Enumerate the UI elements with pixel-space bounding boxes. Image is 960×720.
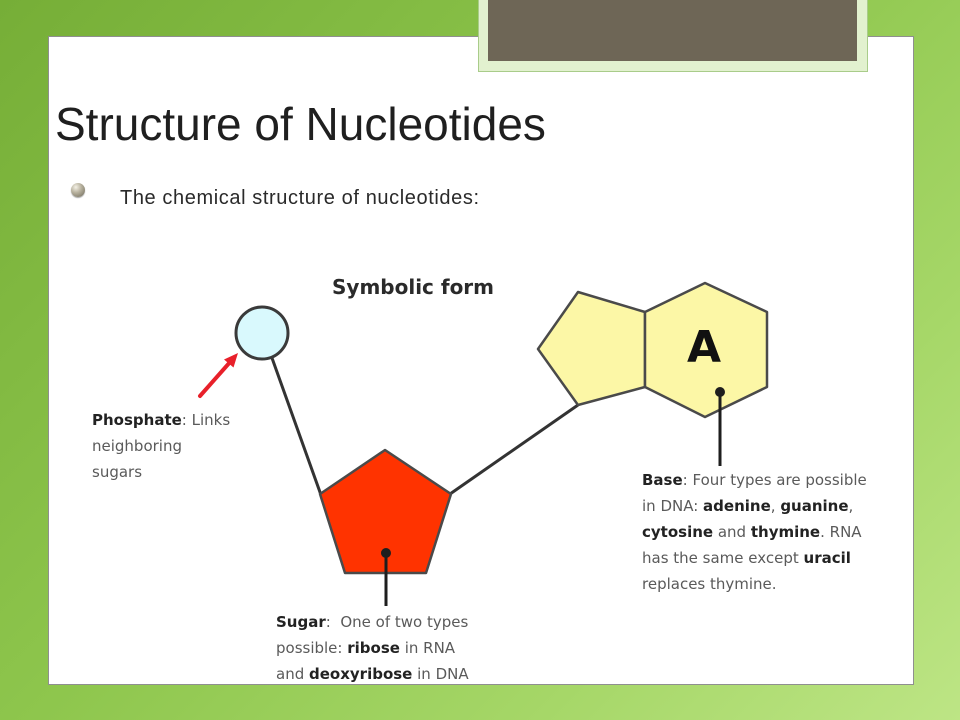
base-label-term: Base: [642, 471, 683, 489]
bullet-text: The chemical structure of nucleotides:: [120, 187, 480, 209]
corner-decoration-frame: [478, 0, 868, 72]
sugar-label-text: : One of two types: [325, 613, 469, 631]
base-label-text: and: [713, 523, 751, 541]
phosphate-label-term: Phosphate: [92, 411, 182, 429]
sugar-label-text: in DNA: [412, 665, 469, 683]
sugar-label-term: ribose: [347, 639, 400, 657]
phosphate-arrow: [198, 353, 238, 398]
base-label-term: cytosine: [642, 523, 714, 541]
base-label-line: has the same except uracil: [642, 545, 867, 571]
base-label-text: ,: [848, 497, 854, 515]
base-label-text: has the same except: [642, 549, 804, 567]
phosphate-label-text: neighboring: [92, 437, 182, 455]
base-hexagon: [643, 281, 769, 419]
base-pointer-dot: [715, 387, 725, 397]
phosphate-arrow-head: [224, 353, 238, 368]
base-label-term: guanine: [780, 497, 849, 515]
sugar-label-line: and deoxyribose in DNA: [276, 661, 469, 687]
phosphate-sugar-bond: [270, 357, 323, 496]
diagram-heading: Symbolic form: [332, 275, 495, 299]
base-label-text: replaces thymine.: [642, 575, 777, 593]
base-label-term: uracil: [803, 549, 851, 567]
base-pentagon: [536, 290, 647, 407]
phosphate-label: Phosphate: Links neighboring sugars: [92, 407, 230, 485]
phosphate-label-text: sugars: [92, 463, 143, 481]
phosphate-circle: [234, 305, 290, 361]
phosphate-arrow-shaft: [198, 359, 233, 398]
base-label-text: . RNA: [820, 523, 862, 541]
sugar-label-line: Sugar: One of two types: [276, 609, 469, 635]
sugar-base-bond: [449, 403, 579, 496]
base-label-term: adenine: [703, 497, 771, 515]
base-label-term: thymine: [750, 523, 821, 541]
phosphate-label-text: : Links: [181, 411, 231, 429]
phosphate-label-line: sugars: [92, 459, 230, 485]
base-label-line: in DNA: adenine, guanine,: [642, 493, 867, 519]
base-label-line: replaces thymine.: [642, 571, 867, 597]
sugar-pointer-dot: [381, 548, 391, 558]
base-label-text: in DNA:: [642, 497, 704, 515]
sugar-label-text: and: [276, 665, 309, 683]
base-label-line: Base: Four types are possible: [642, 467, 867, 493]
base-label-text: ,: [770, 497, 781, 515]
base-label-line: cytosine and thymine. RNA: [642, 519, 867, 545]
slide-title: Structure of Nucleotides: [55, 98, 546, 150]
content-panel: [48, 36, 914, 685]
base-letter: A: [687, 322, 721, 373]
sphere-bullet-icon: [71, 183, 85, 197]
sugar-label-text: in RNA: [399, 639, 456, 657]
sugar-label-line: possible: ribose in RNA: [276, 635, 469, 661]
sugar-label-term: Sugar: [276, 613, 326, 631]
phosphate-label-line: neighboring: [92, 433, 230, 459]
sugar-label-text: possible:: [276, 639, 348, 657]
phosphate-label-line: Phosphate: Links: [92, 407, 230, 433]
sugar-label-term: deoxyribose: [309, 665, 413, 683]
corner-decoration-fill: [488, 0, 857, 61]
base-label-text: : Four types are possible: [682, 471, 867, 489]
